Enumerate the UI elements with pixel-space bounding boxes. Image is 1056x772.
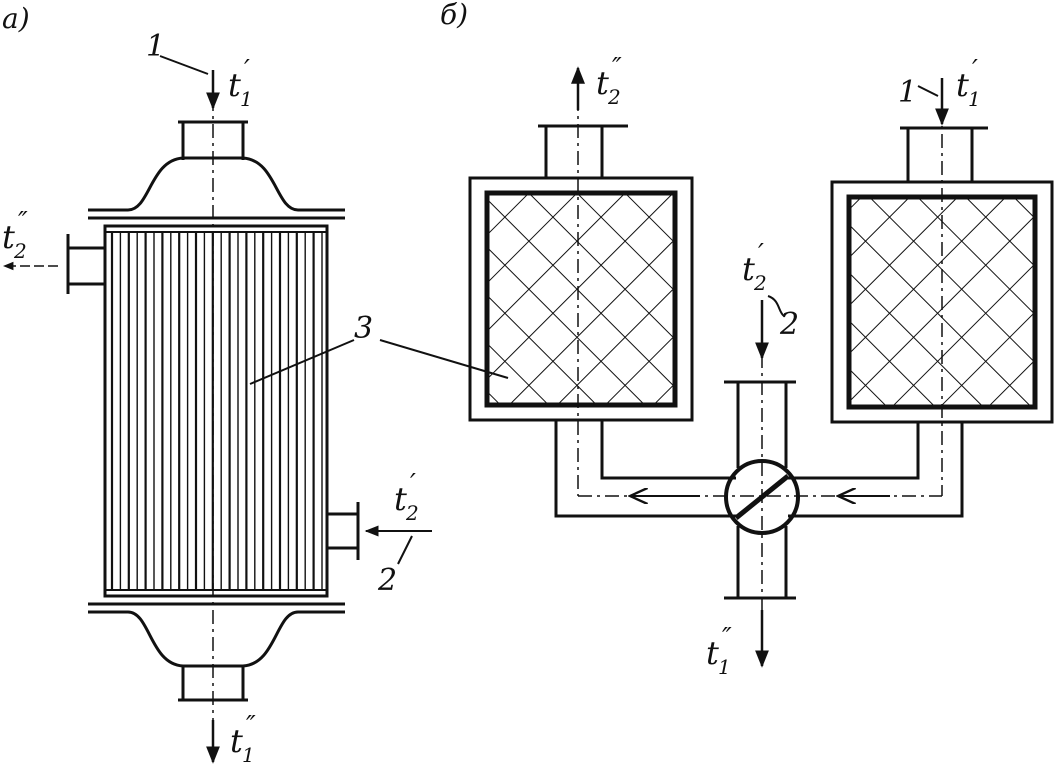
leader-2-b — [767, 295, 785, 317]
svg-text:″: ″ — [722, 623, 732, 653]
svg-text:t: t — [956, 66, 969, 104]
label-t2-out-a: t 2 ″ — [2, 207, 28, 263]
svg-text:2: 2 — [607, 85, 621, 109]
top-head — [88, 156, 345, 212]
svg-text:t: t — [394, 480, 407, 518]
label-t2-in-b: t 2 ′ — [742, 239, 767, 295]
label-1-a: 1 — [146, 29, 165, 64]
shell — [103, 224, 329, 598]
leader-3-a — [249, 339, 355, 385]
label-2-a: 2 — [377, 563, 397, 598]
bottom-head — [88, 610, 345, 668]
svg-text:′: ′ — [972, 55, 978, 85]
label-1-b: 1 — [898, 75, 917, 110]
svg-text:″: ″ — [246, 711, 256, 741]
label-t1-out-b: t 1 ″ — [706, 623, 732, 679]
leader-1-b — [917, 85, 939, 97]
left-side-nozzle — [66, 234, 105, 294]
label-t1-in-b: t 1 ′ — [956, 55, 981, 111]
svg-text:t: t — [2, 218, 15, 256]
svg-text:t: t — [742, 250, 755, 288]
svg-text:t: t — [706, 634, 719, 672]
label-t2-out-b: t 2 ″ — [596, 53, 622, 109]
svg-text:t: t — [228, 66, 241, 104]
top-nozzle — [178, 120, 248, 160]
right-side-nozzle — [327, 502, 360, 560]
label-2-b: 2 — [779, 307, 799, 342]
svg-text:2: 2 — [753, 271, 767, 295]
svg-text:′: ′ — [758, 239, 764, 269]
connecting-ducts — [554, 380, 964, 600]
panel-a: а) — [2, 2, 432, 767]
leader-2-a — [397, 535, 413, 565]
svg-text:″: ″ — [612, 53, 622, 83]
svg-text:′: ′ — [410, 469, 416, 499]
svg-text:2: 2 — [13, 239, 27, 263]
leader-3-b — [379, 339, 509, 379]
label-t1-out-a: t 1 ″ — [230, 711, 256, 767]
svg-text:1: 1 — [718, 655, 731, 679]
tube-bundle — [110, 232, 323, 590]
svg-text:2: 2 — [405, 501, 419, 525]
svg-text:1: 1 — [968, 87, 981, 111]
label-3: 3 — [354, 311, 373, 346]
panel-b: б) — [249, 0, 1054, 679]
svg-text:1: 1 — [242, 743, 255, 767]
svg-text:1: 1 — [240, 87, 253, 111]
leader-1-a — [159, 55, 209, 75]
svg-text:′: ′ — [244, 55, 250, 85]
label-t2-in-a: t 2 ′ — [394, 469, 419, 525]
svg-text:t: t — [230, 722, 243, 760]
svg-text:″: ″ — [18, 207, 28, 237]
label-t1-in-a: t 1 ′ — [228, 55, 253, 111]
svg-text:t: t — [596, 64, 609, 102]
panel-a-label: а) — [2, 2, 30, 35]
regenerator-left — [468, 124, 694, 422]
panel-b-label: б) — [440, 0, 468, 31]
